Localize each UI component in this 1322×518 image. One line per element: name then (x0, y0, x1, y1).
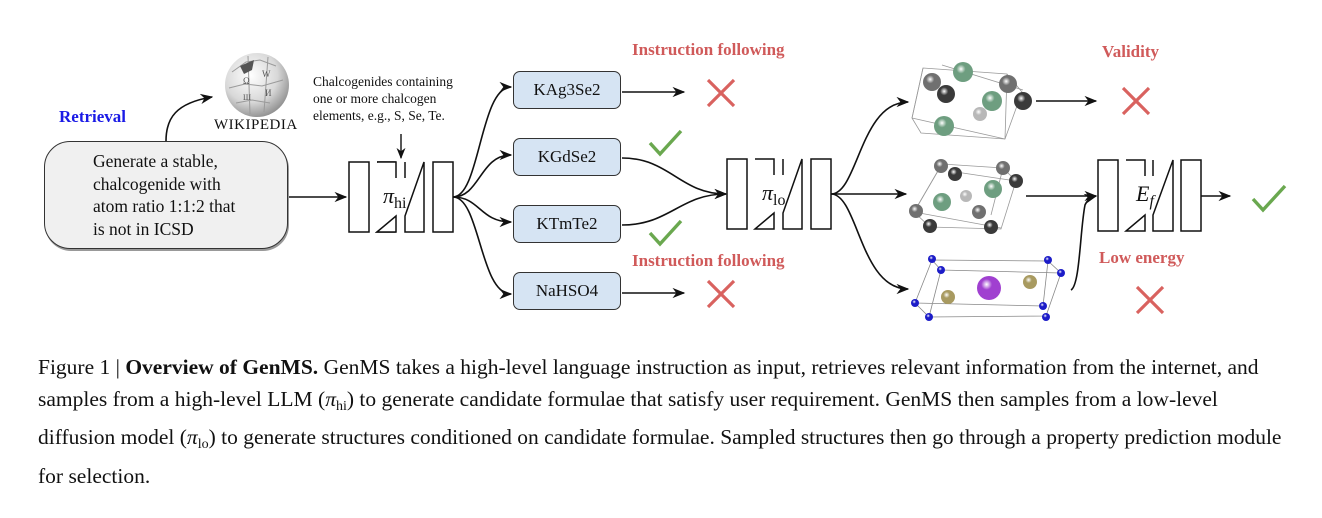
ef-module (1097, 159, 1202, 232)
ef-subscript: f (1149, 193, 1154, 210)
pi-lo-module (726, 158, 832, 230)
atom-sphere (1039, 302, 1047, 310)
accept-check-icon (648, 219, 683, 247)
candidate-formula-ktmte2: KTmTe2 (513, 205, 621, 243)
wikipedia-globe-icon: Ω W И Ш (225, 53, 289, 117)
svg-text:Ω: Ω (243, 76, 250, 86)
svg-text:Ш: Ш (243, 93, 251, 102)
pilo-to-structure1-arrow (830, 96, 910, 195)
retrieved-annotation: Chalcogenides containing one or more cha… (313, 73, 453, 124)
atom-sphere (1014, 92, 1032, 110)
atom-sphere (960, 190, 972, 202)
e-symbol: E (1136, 181, 1150, 206)
pi-symbol: π (762, 180, 774, 205)
kgdse2-to-pilo-arrow (621, 157, 728, 200)
prompt-line: atom ratio 1:1:2 that (93, 196, 236, 216)
atom-sphere (984, 180, 1002, 198)
atom-sphere (982, 91, 1002, 111)
atom-sphere (933, 193, 951, 211)
pi-lo-label: πlo (762, 180, 785, 210)
pi-symbol: π (325, 386, 336, 411)
atom-sphere (934, 159, 948, 173)
low-energy-label: Low energy (1099, 248, 1185, 267)
svg-text:И: И (265, 88, 272, 98)
atom-sphere (1044, 256, 1052, 264)
atom-sphere (1023, 275, 1037, 289)
annotation-line: one or more chalcogen (313, 91, 437, 106)
reject-cross-icon (706, 279, 736, 309)
atom-sphere (923, 219, 937, 233)
retrieval-arrow (165, 93, 214, 142)
fan-arrow-kgdse2 (452, 149, 513, 198)
ef-label: Ef (1136, 181, 1154, 211)
svg-text:W: W (262, 69, 271, 79)
atom-sphere (925, 313, 933, 321)
reject-cross-icon (706, 78, 736, 108)
candidate-formula-kgdse2: KGdSe2 (513, 138, 621, 176)
atom-sphere (1009, 174, 1023, 188)
atom-sphere (937, 85, 955, 103)
atom-sphere (984, 220, 998, 234)
caption-title: Overview of GenMS. (125, 355, 319, 379)
prompt-line: chalcogenide with (93, 173, 221, 194)
candidate-formula-kag3se2: KAg3Se2 (513, 71, 621, 109)
pi-symbol: π (186, 425, 198, 449)
caption-text: GenMS takes a high-level language instru… (38, 355, 1259, 411)
annotation-line: Chalcogenides containing (313, 74, 453, 89)
pi-hi-subscript: hi (394, 195, 407, 212)
accept-check-icon (648, 129, 683, 157)
atom-sphere (996, 161, 1010, 175)
atom-sphere (977, 276, 1001, 300)
pi-hi-module (348, 161, 454, 233)
annotation-line: elements, e.g., S, Se, Te. (313, 108, 445, 123)
caption-text: ) to generate candidate formulae that sa… (38, 386, 1218, 450)
pi-symbol: π (383, 183, 395, 208)
ktmte2-to-pilo-arrow (621, 188, 728, 226)
atoms-layer (909, 62, 1065, 321)
fan-arrow-nahso4 (452, 196, 513, 300)
validity-label: Validity (1102, 42, 1160, 61)
candidate-formula-nahso4: NaHSO4 (513, 272, 621, 310)
atom-sphere (999, 75, 1017, 93)
pilo-to-structure3-arrow (830, 193, 910, 295)
prompt-line: Generate a stable, (93, 151, 218, 171)
figure-label: Figure 1 | (38, 355, 120, 379)
atom-sphere (928, 255, 936, 263)
reject-cross-icon (1121, 86, 1151, 116)
genms-overview-diagram: Ω W И Ш Retrieval (44, 40, 1287, 321)
accept-check-icon (1251, 184, 1287, 213)
crystal-structure-1 (911, 64, 1024, 140)
caption-sub-hi: hi (335, 398, 347, 414)
retrieval-label: Retrieval (59, 107, 127, 126)
atom-sphere (1042, 313, 1050, 321)
pi-hi-label: πhi (383, 183, 406, 213)
diagram-connectors: Ω W И Ш (51, 53, 1287, 321)
caption-text: ) to generate structures conditioned on … (38, 425, 1282, 488)
atom-sphere (973, 107, 987, 121)
wikipedia-wordmark: WIKIPEDIA (214, 117, 298, 133)
fan-arrow-ktmte2 (452, 196, 513, 228)
atom-sphere (1057, 269, 1065, 277)
caption-sub-lo: lo (197, 437, 209, 452)
prompt-box (44, 141, 288, 249)
atom-sphere (953, 62, 973, 82)
figure-caption: Figure 1 | Overview of GenMS. GenMS take… (38, 352, 1288, 492)
atom-sphere (941, 290, 955, 304)
atom-sphere (948, 167, 962, 181)
atom-sphere (909, 204, 923, 218)
prompt-line: is not in ICSD (93, 218, 194, 239)
atom-sphere (937, 266, 945, 274)
reject-cross-icon (1135, 285, 1165, 315)
prompt-text: Generate a stable, chalcogenide with ato… (93, 150, 293, 240)
pi-lo-subscript: lo (773, 192, 786, 209)
atom-sphere (934, 116, 954, 136)
atom-sphere (972, 205, 986, 219)
atom-sphere (923, 73, 941, 91)
fan-arrow-kag3se2 (452, 81, 513, 198)
instruction-following-label-top: Instruction following (632, 40, 785, 59)
atom-sphere (911, 299, 919, 307)
instruction-following-label-bottom: Instruction following (632, 251, 785, 270)
structure3-to-ef-arrow (1070, 193, 1098, 291)
